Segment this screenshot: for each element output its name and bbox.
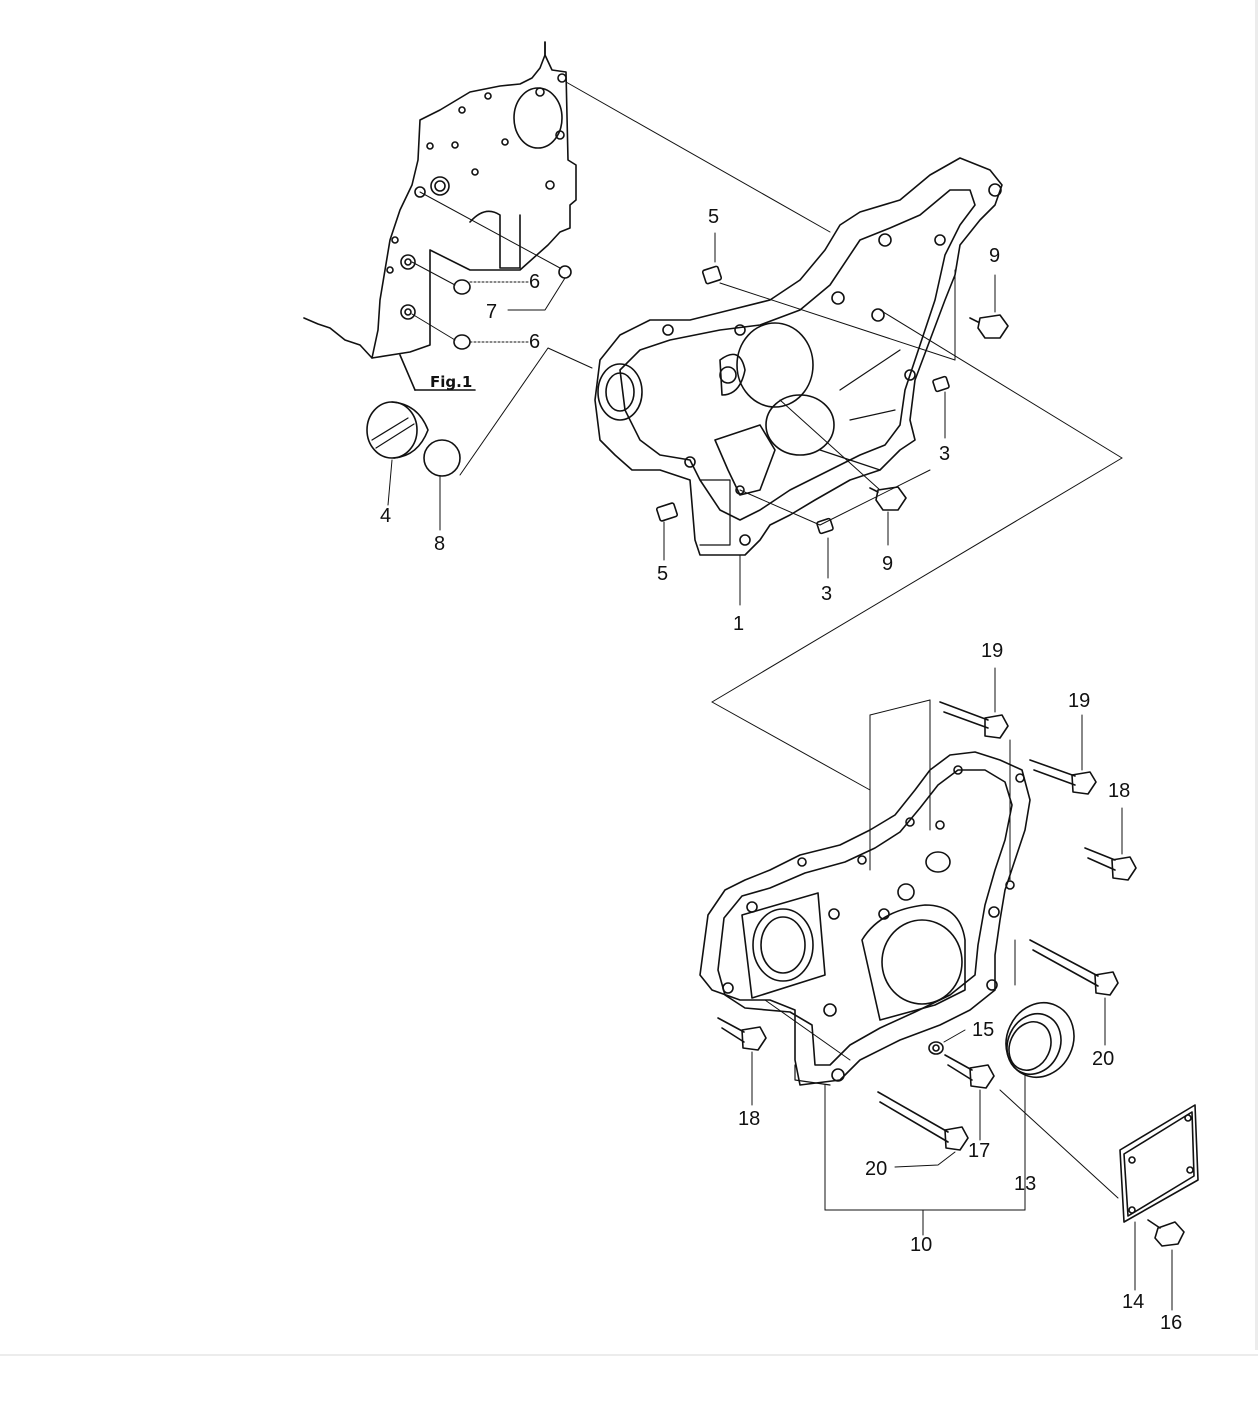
callout-20a: 20 <box>1092 1048 1114 1070</box>
callout-9a: 9 <box>989 245 1000 267</box>
timing-cover-drawing <box>699 751 1031 1236</box>
callout-3b: 3 <box>821 583 832 605</box>
callout-labels: Fig.1 1 3 3 4 5 5 6 6 7 8 9 9 10 13 14 1… <box>380 206 1182 1334</box>
callout-10: 10 <box>910 1234 932 1256</box>
callout-17: 17 <box>968 1140 990 1162</box>
fastener-drawing <box>655 232 1009 579</box>
callout-3a: 3 <box>939 443 950 465</box>
callout-16: 16 <box>1160 1312 1182 1334</box>
callout-8: 8 <box>434 533 445 555</box>
cap-drawing <box>366 347 593 531</box>
right-edge-line <box>1255 0 1258 1350</box>
cover-bolt-drawing <box>717 667 1185 1311</box>
bottom-edge-line <box>0 1354 1258 1356</box>
callout-13: 13 <box>1014 1173 1036 1195</box>
callout-1: 1 <box>733 613 744 635</box>
callout-7: 7 <box>486 301 497 323</box>
callout-5b: 5 <box>657 563 668 585</box>
callout-6a: 6 <box>529 271 540 293</box>
callout-5a: 5 <box>708 206 719 228</box>
figure-label: Fig.1 <box>430 373 472 391</box>
callout-4: 4 <box>380 505 391 527</box>
oil-seal-drawing <box>1005 1002 1075 1171</box>
callout-6b: 6 <box>529 331 540 353</box>
callout-19a: 19 <box>981 640 1003 662</box>
callout-9b: 9 <box>882 553 893 575</box>
callout-18a: 18 <box>1108 780 1130 802</box>
callout-18b: 18 <box>738 1108 760 1130</box>
gear-case-drawing <box>594 157 1003 606</box>
engine-plate-drawing <box>303 41 577 391</box>
o-ring-drawing <box>411 191 572 350</box>
callout-19b: 19 <box>1068 690 1090 712</box>
cover-plate-drawing <box>999 1089 1199 1291</box>
callout-20b: 20 <box>865 1158 887 1180</box>
guide-lines <box>565 81 1123 791</box>
callout-15: 15 <box>972 1019 994 1041</box>
callout-14: 14 <box>1122 1291 1144 1313</box>
